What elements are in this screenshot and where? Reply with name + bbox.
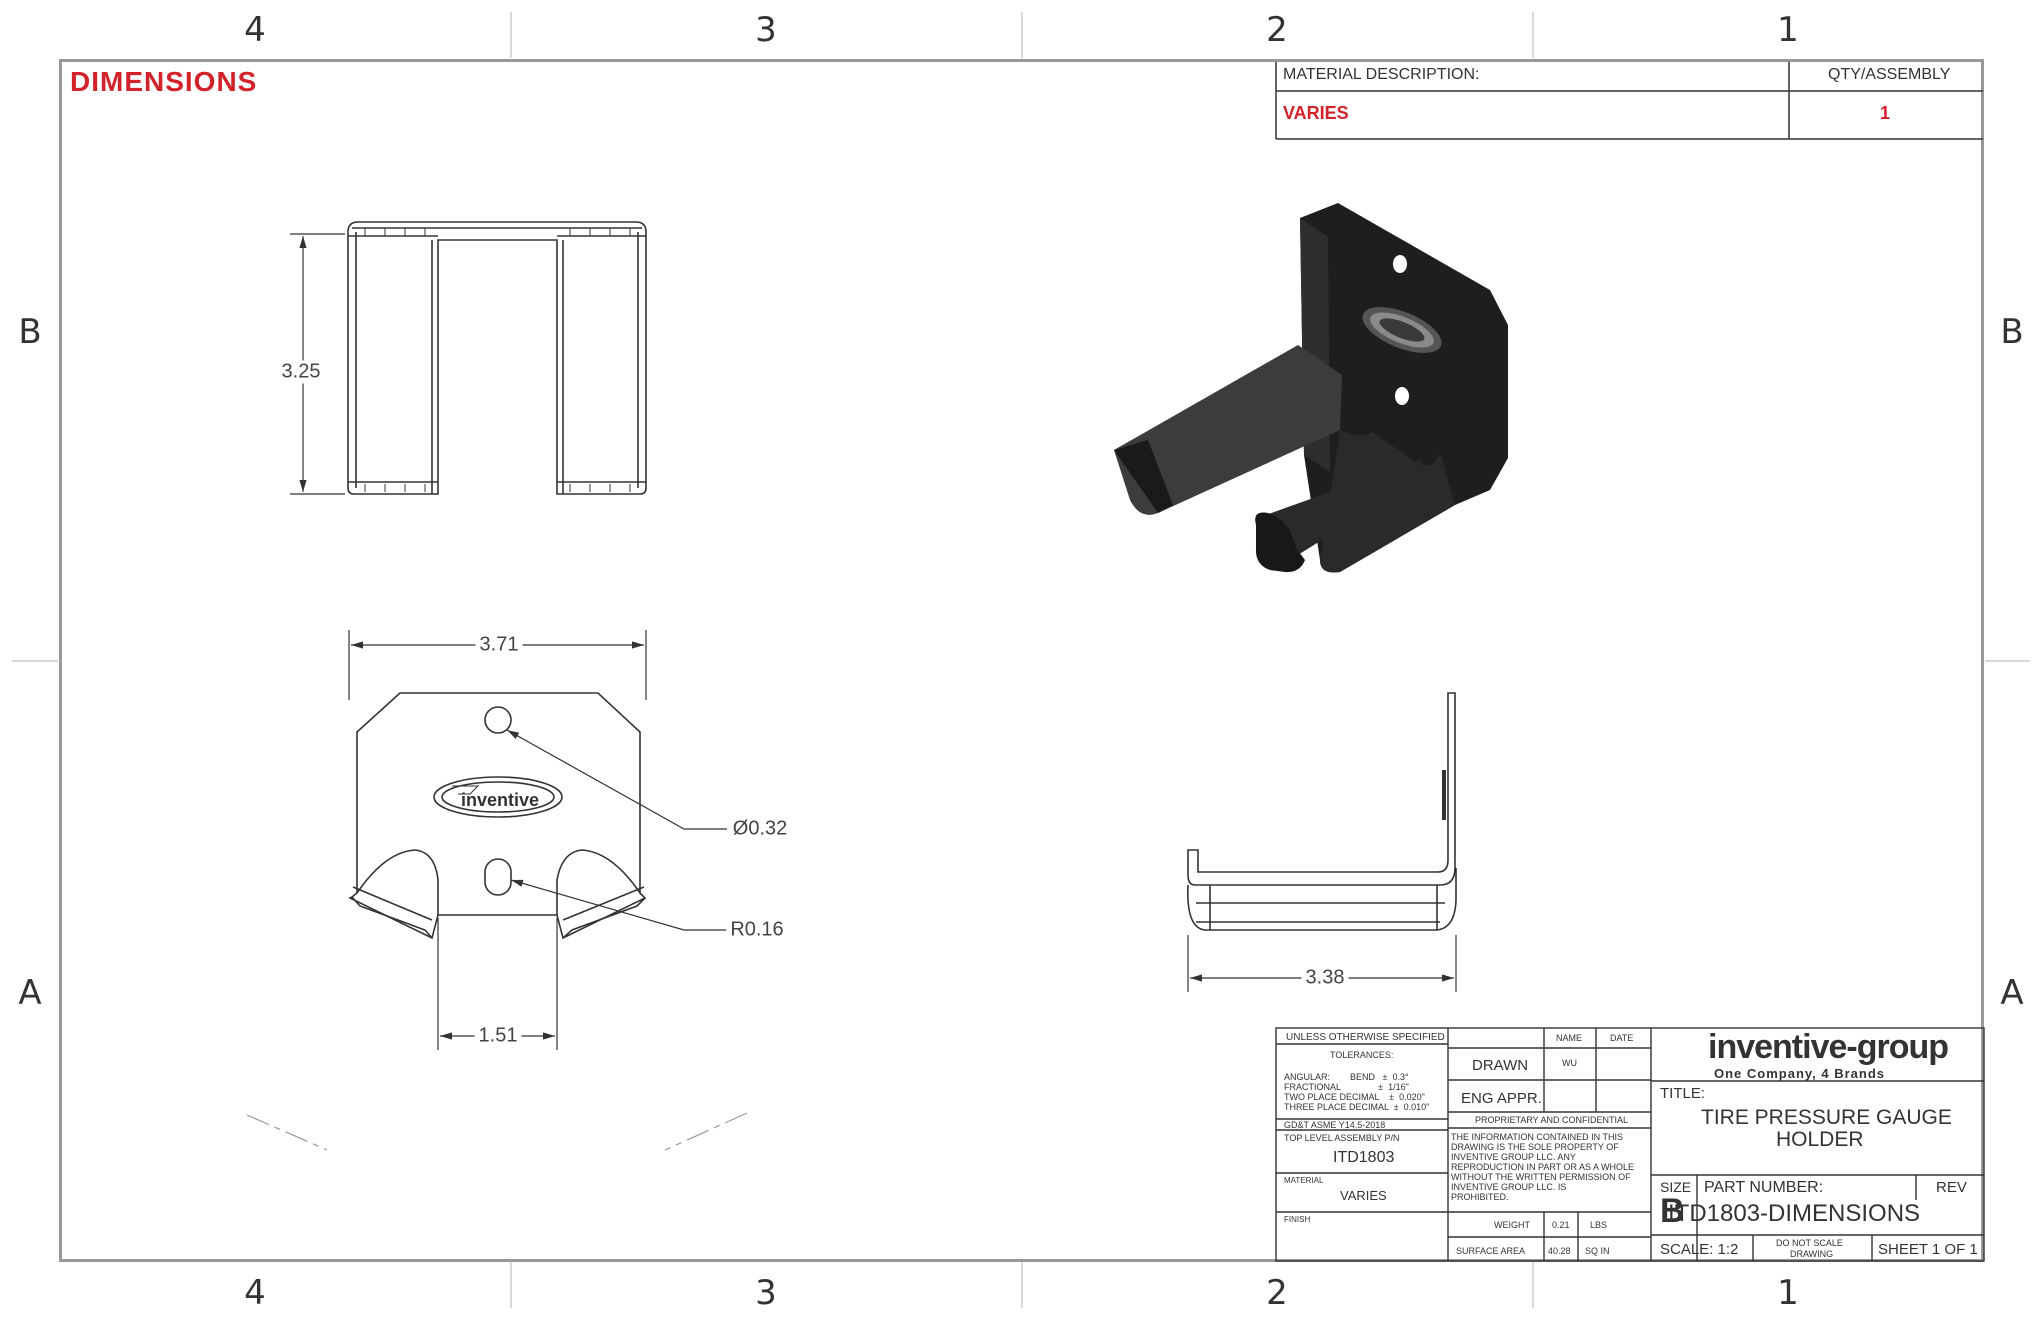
material-desc-value: VARIES [1283,103,1349,123]
tb-brand-logo: inventive-group [1708,1028,1949,1066]
tb-prop-line-7: PROHIBITED. [1451,1192,1509,1202]
tb-top-level-label: TOP LEVEL ASSEMBLY P/N [1284,1133,1400,1143]
drawing-border [59,59,1984,1262]
tb-tolerances: TOLERANCES: [1330,1050,1394,1060]
tb-scale: SCALE: 1:2 [1660,1241,1739,1258]
tb-size-value: B [1660,1192,1685,1230]
tb-weight-value: 0.21 [1552,1220,1570,1230]
zone-top-2: 2 [1266,10,1288,50]
sheet-title: DIMENSIONS [70,66,258,97]
tb-prop-line-1: THE INFORMATION CONTAINED IN THIS [1451,1132,1624,1142]
side-view [1187,692,1457,931]
dim-hole-diameter: Ø0.32 [728,817,792,841]
zone-left-a: A [18,973,42,1013]
front-view-logo: inventive [461,790,539,810]
tb-tol-three-place: THREE PLACE DECIMAL ± 0.010" [1284,1102,1430,1112]
tb-part-value: ITD1803-DIMENSIONS [1668,1200,1921,1227]
tb-brand-tagline: One Company, 4 Brands [1714,1066,1886,1081]
tb-weight-unit: LBS [1590,1220,1608,1230]
top-view [347,221,647,495]
tb-tol-angular: ANGULAR: BEND ± 0.3° [1284,1072,1409,1082]
tb-date-header: DATE [1610,1033,1634,1043]
tb-finish-label: FINISH [1284,1215,1311,1224]
zone-right-a: A [2000,973,2024,1013]
tb-name-header: NAME [1556,1033,1583,1043]
zone-bottom-4: 4 [244,1273,266,1313]
dim-slot: 1.51 [474,1024,522,1048]
tb-size-label: SIZE [1660,1179,1692,1195]
hole-leaders [506,729,727,931]
tb-weight-label: WEIGHT [1494,1220,1530,1230]
tb-prop-line-4: REPRODUCTION IN PART OR AS A WHOLE [1451,1162,1635,1172]
qty-value: 1 [1880,103,1891,123]
tb-title-line-2: HOLDER [1776,1128,1864,1151]
zone-top-4: 4 [244,10,266,50]
tb-top-level-value: ITD1803 [1333,1149,1395,1166]
zone-bottom-3: 3 [755,1273,777,1313]
material-desc-header: MATERIAL DESCRIPTION: [1283,66,1480,83]
tb-material-label: MATERIAL [1284,1176,1324,1185]
tb-surface-label: SURFACE AREA [1456,1246,1526,1256]
tb-part-label: PART NUMBER: [1704,1179,1824,1196]
tb-surface-value: 40.28 [1548,1246,1571,1256]
tb-title-line-1: TIRE PRESSURE GAUGE [1701,1106,1952,1129]
zone-left-b: B [18,312,42,352]
qty-header: QTY/ASSEMBLY [1828,66,1951,83]
tb-eng-appr: ENG APPR. [1461,1090,1542,1107]
tb-title-label: TITLE: [1660,1085,1706,1102]
zone-bottom-1: 1 [1777,1273,1799,1313]
dim-radius: R0.16 [726,918,788,942]
tb-unless-specified: UNLESS OTHERWISE SPECIFIED [1286,1032,1445,1043]
section-lines [246,1112,748,1151]
zone-top-3: 3 [755,10,777,50]
tb-tol-fractional: FRACTIONAL ± 1/16" [1284,1082,1409,1092]
tb-tol-two-place: TWO PLACE DECIMAL ± 0.020" [1284,1092,1425,1102]
tb-drawn-name: WU [1562,1058,1577,1068]
dim-depth: 3.38 [1301,966,1349,990]
tb-rev-label: REV [1936,1179,1967,1196]
tb-prop-line-6: INVENTIVE GROUP LLC. IS [1451,1182,1567,1192]
tb-prop-line-2: DRAWING IS THE SOLE PROPERTY OF [1451,1142,1619,1152]
tb-noscale-1: DO NOT SCALE [1776,1238,1843,1248]
zone-right-b: B [2000,312,2024,352]
tb-proprietary: PROPRIETARY AND CONFIDENTIAL [1475,1115,1629,1125]
zone-bottom-2: 2 [1266,1273,1288,1313]
tb-sheet: SHEET 1 OF 1 [1878,1241,1978,1258]
tb-surface-unit: SQ IN [1585,1246,1610,1256]
tb-gdt: GD&T ASME Y14.5-2018 [1284,1120,1386,1130]
isometric-view [1114,203,1508,573]
tb-material-value: VARIES [1340,1188,1387,1203]
tb-prop-line-5: WITHOUT THE WRITTEN PERMISSION OF [1451,1172,1631,1182]
dim-width: 3.71 [475,633,523,657]
front-view [348,692,647,940]
zone-top-1: 1 [1777,10,1799,50]
dim-height: 3.25 [277,360,325,384]
tb-prop-line-3: INVENTIVE GROUP LLC. ANY [1451,1152,1576,1162]
tb-drawn: DRAWN [1472,1057,1529,1074]
tb-noscale-2: DRAWING [1790,1249,1834,1259]
